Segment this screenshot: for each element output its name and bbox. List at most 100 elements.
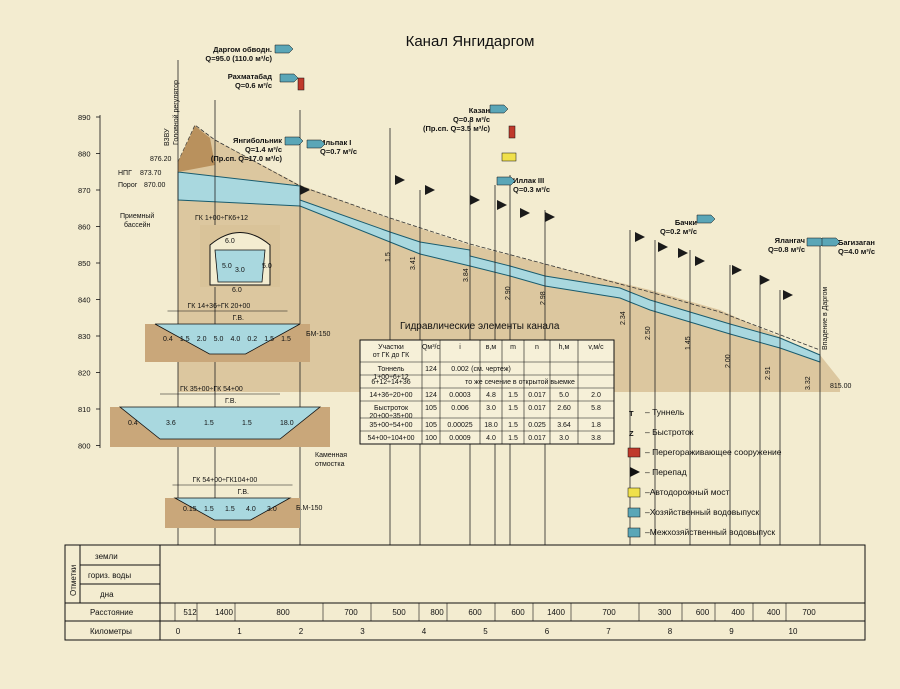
drop-label: 3.32 [805, 376, 812, 390]
drop-flag-icon [497, 200, 507, 210]
table-cell: 1.5 [508, 422, 518, 429]
drop-label: 1.5 [385, 252, 392, 262]
distance-cell: 1400 [215, 608, 233, 617]
table-cell: 14+36÷20+00 [369, 392, 412, 399]
y-tick: 830 [78, 332, 91, 341]
water-level-label: Г.В. [225, 398, 237, 405]
row-ground: земли [95, 552, 118, 561]
svg-text:876.20: 876.20 [150, 156, 172, 163]
svg-text:ГК 1+00÷ГК6+12: ГК 1+00÷ГК6+12 [195, 215, 248, 222]
section-water [154, 323, 301, 355]
table-cell: 6+12÷14+36 [371, 379, 410, 386]
distance-cell: 600 [468, 608, 482, 617]
outlet-text: Казан [469, 106, 490, 115]
km-label: Километры [90, 627, 132, 636]
svg-text:Гидравлические элементы канала: Гидравлические элементы канала [400, 321, 560, 332]
section-tag: ГК 35+00÷ГК 54+00 [180, 386, 243, 393]
legend-item-label: – Туннель [645, 407, 685, 417]
outlet-text: (Пр.сп. Q=17.0 м³/с) [211, 154, 283, 163]
table-cell: 0.025 [528, 422, 546, 429]
outlet-text: Q=1.4 м³/с [245, 145, 282, 154]
y-tick: 870 [78, 186, 91, 195]
table-header: i [459, 344, 461, 351]
svg-text:873.70: 873.70 [140, 170, 162, 177]
tunnel-dim: 6.0 [232, 287, 242, 294]
table-cell: 1.5 [508, 392, 518, 399]
drop-label: 3.41 [410, 256, 417, 270]
outlet-text: Багизаган [838, 238, 875, 247]
drop-flag-icon [395, 175, 405, 185]
outlet-labels: Даргом обводн.Q=95.0 (110.0 м³/с)Рахмата… [205, 44, 875, 256]
drop-flag-icon-shape [630, 467, 640, 477]
marks-group-label: Отметки [69, 565, 78, 596]
outlet-icon [821, 237, 841, 247]
section-dim: 1.5 [204, 420, 214, 427]
table-cell: 3.8 [591, 435, 601, 442]
outlet-text: Даргом обводн. [213, 45, 272, 54]
table-cell: 0.017 [528, 435, 546, 442]
outlet-text: Q=0.6 м³/с [235, 81, 272, 90]
y-tick: 800 [78, 442, 91, 451]
table-cell: 124 [425, 392, 437, 399]
table-cell: 20+00÷35+00 [369, 413, 412, 420]
section-dim: 1.5 [180, 336, 190, 343]
table-cell: 3.0 [486, 405, 496, 412]
page-title: Канал Янгидаргом [406, 33, 535, 50]
drop-label: 2.00 [725, 354, 732, 368]
water-level-label: Г.В. [233, 315, 245, 322]
outlet-text: Q=0.7 м³/с [320, 147, 357, 156]
table-cell: 3.64 [557, 422, 571, 429]
distance-cell: 500 [392, 608, 406, 617]
table-cell: то же сечение в открытой выемке [465, 378, 575, 386]
outlet-icon [284, 136, 304, 146]
profile-labels: НПГ 873.70 876.20 Порог 870.00 Приемный … [118, 80, 852, 390]
table-cell: 54+00÷104+00 [367, 435, 414, 442]
km-cell: 7 [606, 627, 611, 636]
table-header: m [510, 344, 516, 351]
km-cell: 6 [545, 627, 550, 636]
outlet-text: Янгибольник [233, 136, 282, 145]
legend-item-label: –Межхозяйственный водовыпуск [645, 527, 775, 537]
y-tick: 810 [78, 405, 91, 414]
table-cell: (см. чертеж) [471, 366, 511, 373]
table-cell: 2.60 [557, 405, 571, 412]
legend-item-label: –Хозяйственный водовыпуск [645, 507, 759, 517]
drop-flag-icon [635, 232, 645, 242]
table-cell: 3.0 [559, 435, 569, 442]
table-cell: 0.0003 [449, 392, 471, 399]
legend-item-label: – Быстроток [645, 427, 694, 437]
km-cell: 3 [360, 627, 365, 636]
outlet-text: Ялангач [775, 236, 805, 245]
section-note: Каменная [315, 452, 347, 459]
svg-text:ВЗВУ: ВЗВУ [164, 128, 171, 146]
road-bridge-icon [627, 487, 641, 498]
table-header: v,м/с [588, 344, 604, 351]
distance-cell: 700 [602, 608, 616, 617]
section-dim: 1.5 [204, 506, 214, 513]
benchmark-label: Б.М-150 [296, 505, 322, 512]
drop-flag-icon [520, 208, 530, 218]
distance-cell: 800 [430, 608, 444, 617]
y-tick: 840 [78, 296, 91, 305]
outlet-text: Иллак III [513, 176, 544, 185]
section-dim: 0.2 [247, 336, 257, 343]
distance-cell: 800 [276, 608, 290, 617]
farm-outlet-icon [627, 507, 641, 518]
y-tick: 860 [78, 223, 91, 232]
drop-label: 2.91 [765, 366, 772, 380]
distance-cell: 700 [802, 608, 816, 617]
table-header: Участки [378, 344, 404, 351]
outlet-text: Рахматабад [228, 72, 273, 81]
distance-cell: 400 [767, 608, 781, 617]
table-cell: 100 [425, 435, 437, 442]
benchmark-label: БМ-150 [306, 331, 331, 338]
section-dim: 0.15 [183, 506, 197, 513]
drop-flag-icon [783, 290, 793, 300]
table-cell: 2.0 [591, 392, 601, 399]
table-cell: 124 [425, 366, 437, 373]
section-water [118, 406, 322, 440]
drop-label: 3.84 [463, 268, 470, 282]
barrier-icon [508, 125, 516, 139]
